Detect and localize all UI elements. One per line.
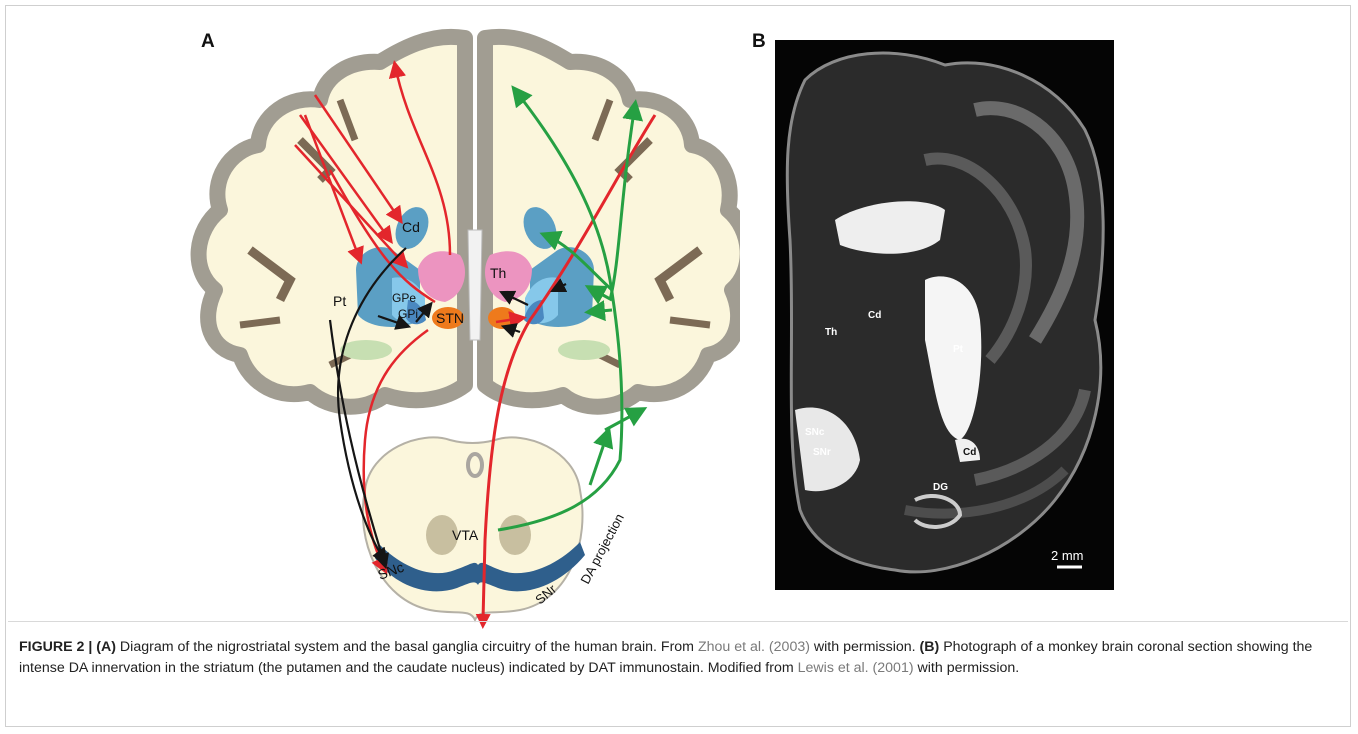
green-patch-right	[558, 340, 610, 360]
caption-text-4: with permission.	[914, 660, 1020, 676]
figure-caption: FIGURE 2 | (A) Diagram of the nigrostria…	[19, 637, 1339, 679]
label-gpe: GPe	[392, 291, 416, 305]
photo-label-th: Th	[825, 327, 837, 338]
photo-label-cd-bottom: Cd	[963, 447, 976, 458]
photo-label-pt: Pt	[953, 344, 964, 355]
nigrostriatal-diagram: Cd Th Pt GPe GPi STN VTA SNc SNr DA proj…	[180, 20, 740, 650]
caption-text-2: with permission.	[810, 639, 920, 655]
right-hemisphere	[485, 37, 740, 407]
caption-text-1: Diagram of the nigrostriatal system and …	[116, 639, 698, 655]
photo-label-snr: SNr	[813, 447, 831, 458]
caption-ref-zhou[interactable]: Zhou et al. (2003)	[698, 639, 810, 655]
caption-label-b: (B)	[920, 639, 940, 655]
photo-label-snc: SNc	[805, 427, 825, 438]
brain-section-photo: Cd Th Pt SNc SNr Cd DG 2 mm	[775, 40, 1114, 590]
red-nucleus-right	[499, 515, 531, 555]
caption-divider	[8, 621, 1348, 622]
label-pt: Pt	[333, 293, 346, 309]
label-da-projection: DA projection	[577, 511, 627, 586]
stn-right	[488, 307, 516, 329]
label-stn: STN	[436, 310, 464, 326]
label-cd: Cd	[402, 219, 420, 235]
label-gpi: GPi	[398, 307, 418, 321]
photo-label-dg: DG	[933, 482, 948, 493]
photo-label-cd-top: Cd	[868, 310, 881, 321]
midline-ventricle	[468, 230, 482, 340]
panel-b-letter: B	[752, 31, 766, 53]
green-patch-left	[340, 340, 392, 360]
caption-figure-label: FIGURE 2 | (A)	[19, 639, 116, 655]
scale-bar-label: 2 mm	[1051, 548, 1084, 563]
label-vta: VTA	[452, 527, 479, 543]
caption-ref-lewis[interactable]: Lewis et al. (2001)	[798, 660, 914, 676]
label-th: Th	[490, 265, 506, 281]
